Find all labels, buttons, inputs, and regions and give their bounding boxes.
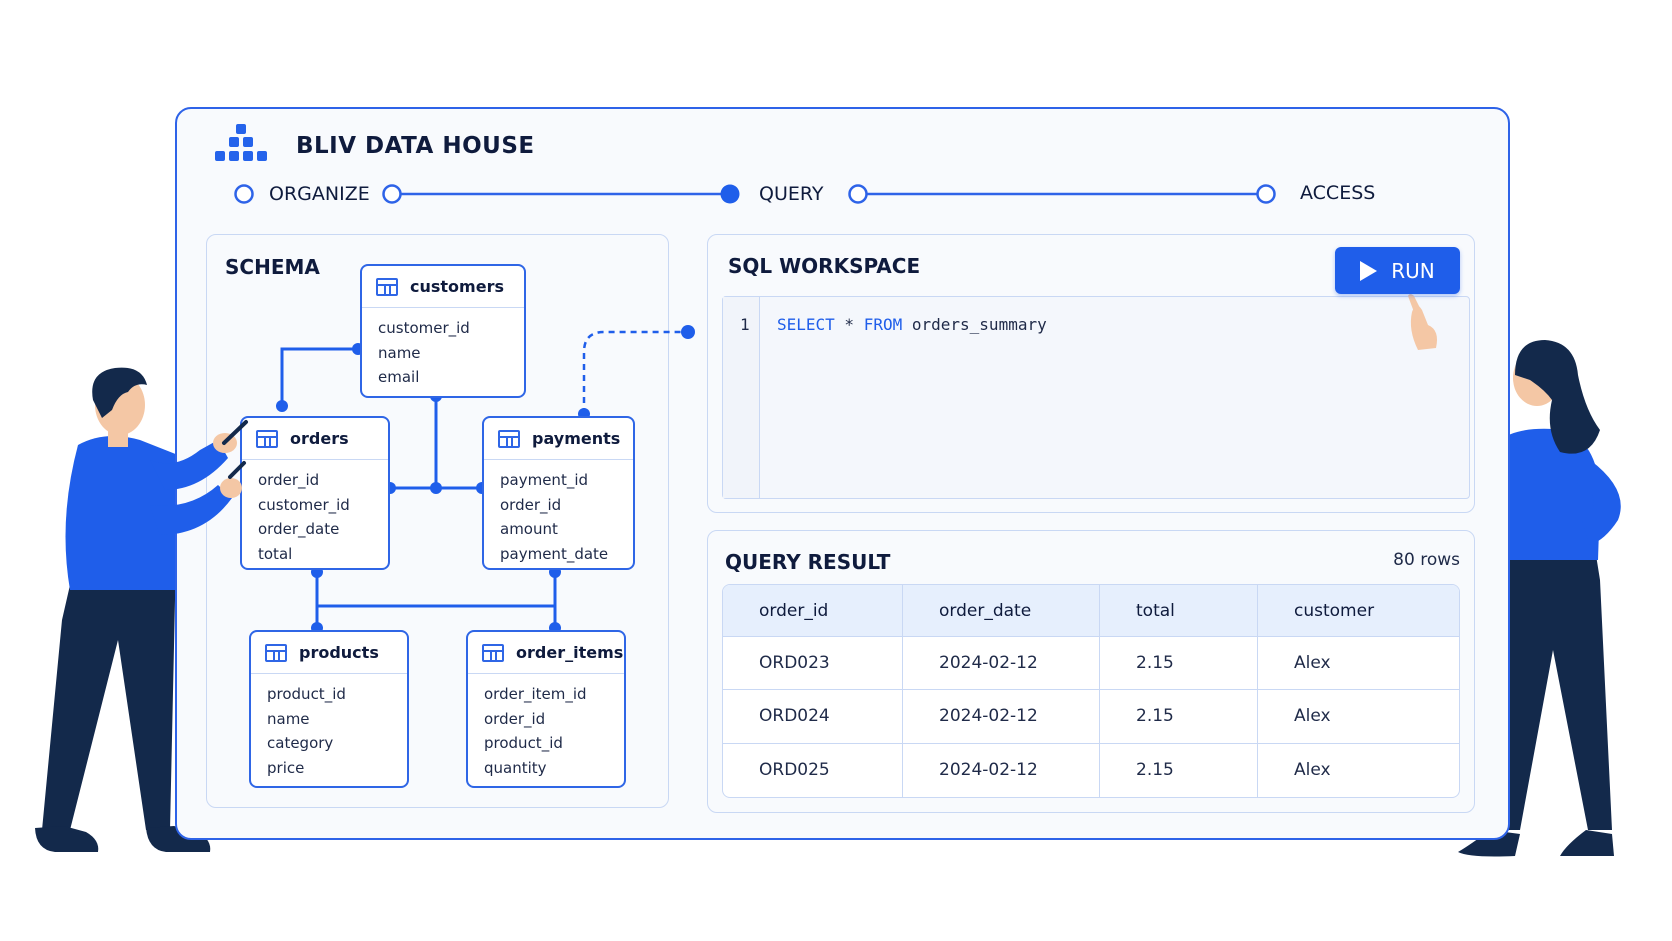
result-table: order_id order_date total customer ORD02… <box>722 584 1460 798</box>
schema-title: SCHEMA <box>225 255 320 279</box>
step-access[interactable]: ACCESS <box>1300 182 1376 204</box>
field-item: price <box>267 758 305 777</box>
table-cell: 2.15 <box>1100 743 1258 797</box>
code-star: * <box>834 315 864 334</box>
table-products[interactable]: products product_id name category price <box>249 630 409 788</box>
table-cell: Alex <box>1294 760 1331 781</box>
field-item: customer_id <box>258 495 350 514</box>
table-cell: ORD023 <box>723 637 903 691</box>
table-cell: 2.15 <box>1100 690 1258 744</box>
keyword-from: FROM <box>863 315 903 334</box>
table-icon <box>498 429 520 448</box>
column-header-order-date[interactable]: order_date <box>903 585 1100 637</box>
table-cell: 2.15 <box>1100 637 1258 691</box>
table-order-items[interactable]: order_items order_item_id order_id produ… <box>466 630 626 788</box>
code-table-name: orders_summary <box>902 315 1047 334</box>
result-title: QUERY RESULT <box>725 550 891 574</box>
field-item: payment_id <box>500 471 589 489</box>
play-icon <box>1360 260 1378 281</box>
table-row[interactable]: ORD024 2024-02-12 2.15 Alex <box>723 690 1459 744</box>
column-header-total[interactable]: total <box>1100 585 1258 637</box>
app-title: BLIV DATA HOUSE <box>296 133 535 159</box>
column-header-customer[interactable]: customer <box>1258 585 1459 637</box>
field-item: product_id <box>484 734 563 752</box>
code-line[interactable]: SELECT * FROM orders_summary <box>777 315 1047 334</box>
run-button-label: RUN <box>1391 258 1435 283</box>
table-name: customers <box>410 277 504 296</box>
table-cell: Alex <box>1258 637 1459 691</box>
table-orders[interactable]: orders order_id customer_id order_date t… <box>240 416 390 570</box>
table-cell: ORD025 <box>723 743 903 797</box>
field-item: category <box>267 734 334 752</box>
field-item: email <box>378 368 420 386</box>
table-row[interactable]: ORD023 2024-02-12 2.15 Alex <box>723 637 1459 691</box>
table-name: products <box>299 643 379 662</box>
rows-count: 80 rows <box>1393 550 1460 570</box>
field-item: order_id <box>484 709 546 728</box>
table-cell: ORD024 <box>723 690 903 744</box>
table-name: payments <box>532 429 621 448</box>
column-header-order-id[interactable]: order_id <box>723 585 903 637</box>
field-item: amount <box>500 520 558 538</box>
table-cell: 2024-02-12 <box>903 690 1100 744</box>
field-item: order_date <box>258 520 340 538</box>
field-item: name <box>378 343 421 362</box>
table-name: order_items <box>516 643 624 662</box>
table-icon <box>482 643 504 662</box>
step-query[interactable]: QUERY <box>759 183 824 205</box>
app-header: BLIV DATA HOUSE <box>210 124 535 168</box>
table-row[interactable]: ORD025 2024-02-12 2.15 Alex <box>723 743 1459 797</box>
field-item: quantity <box>484 758 547 777</box>
table-icon <box>376 277 398 296</box>
field-item: order_id <box>500 495 562 514</box>
sql-editor[interactable]: 1 SELECT * FROM orders_summary <box>722 296 1470 499</box>
line-number: 1 <box>740 315 750 334</box>
field-item: name <box>267 709 310 728</box>
table-customers[interactable]: customers customer_id name email <box>360 264 526 398</box>
field-item: order_id <box>258 471 320 489</box>
table-name: orders <box>290 429 349 448</box>
table-payments[interactable]: payments payment_id order_id amount paym… <box>482 416 635 570</box>
step-organize[interactable]: ORGANIZE <box>269 183 370 205</box>
table-cell: 2024-02-12 <box>903 637 1100 691</box>
table-icon <box>256 429 278 448</box>
field-item: product_id <box>267 685 346 703</box>
stacked-blocks-icon <box>210 124 270 168</box>
run-button[interactable]: RUN <box>1335 247 1460 294</box>
field-item: total <box>258 544 293 563</box>
table-header-row: order_id order_date total customer <box>723 585 1459 637</box>
table-cell: Alex <box>1258 690 1459 744</box>
editor-gutter: 1 <box>723 297 760 498</box>
keyword-select: SELECT <box>777 315 835 334</box>
table-cell: 2024-02-12 <box>903 743 1100 797</box>
field-item: order_item_id <box>484 685 587 703</box>
field-item: payment_date <box>500 544 609 563</box>
field-item: customer_id <box>378 319 470 337</box>
workspace-title: SQL WORKSPACE <box>728 254 921 278</box>
table-icon <box>265 643 287 662</box>
